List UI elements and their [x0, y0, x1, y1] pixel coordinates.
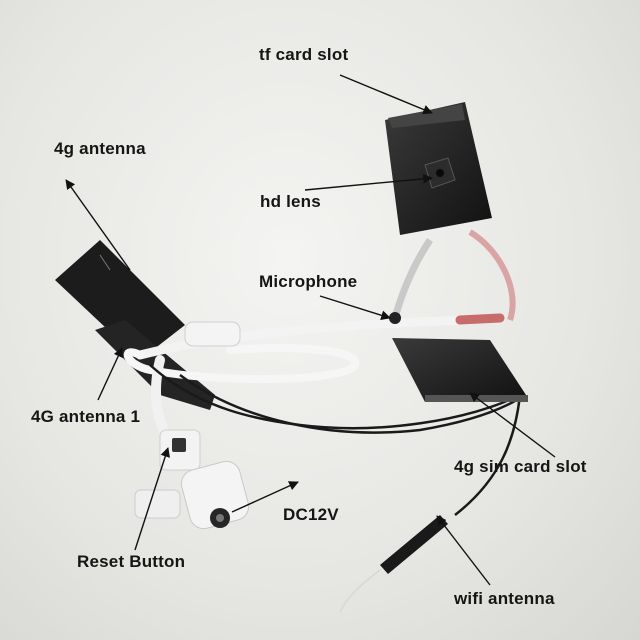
twisted-cable — [391, 229, 516, 321]
sim-module — [392, 338, 528, 402]
dc-connector — [134, 429, 250, 530]
label-4g-sim-card-slot: 4g sim card slot — [454, 457, 587, 476]
label-microphone: Microphone — [259, 272, 358, 291]
camera-module — [385, 102, 492, 235]
label-reset-button: Reset Button — [77, 552, 186, 571]
wifi-antenna — [339, 515, 448, 613]
annotation-arrows — [65, 74, 556, 586]
label-hd-lens: hd lens — [260, 192, 321, 211]
label-4g-antenna-1: 4G antenna 1 — [31, 407, 141, 426]
label-wifi-antenna: wifi antenna — [454, 589, 555, 608]
label-4g-antenna: 4g antenna — [54, 139, 146, 158]
microphone-head — [389, 312, 401, 324]
black-wires — [149, 364, 526, 516]
label-tf-card-slot: tf card slot — [259, 45, 349, 64]
label-dc12v: DC12V — [283, 505, 339, 524]
